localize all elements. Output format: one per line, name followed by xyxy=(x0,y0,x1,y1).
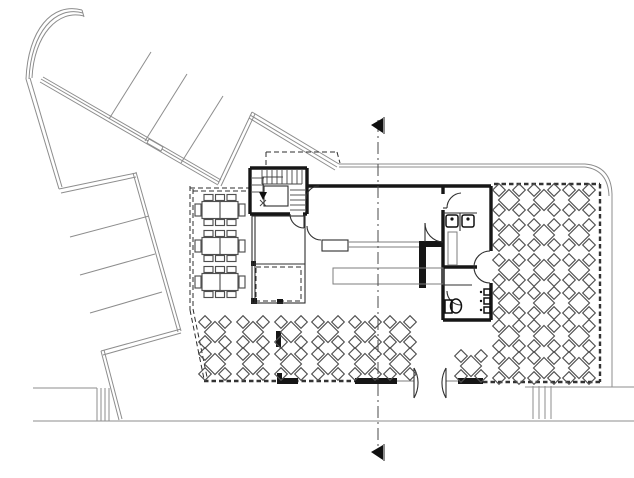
table-4-seat xyxy=(526,252,562,288)
table-4-seat xyxy=(491,182,527,218)
table-4-seat xyxy=(526,285,562,321)
site-layer xyxy=(25,8,634,422)
table-4-seat xyxy=(491,217,527,253)
table-4-seat xyxy=(491,252,527,288)
table-4-seat xyxy=(310,314,346,350)
table-4-seat xyxy=(526,182,562,218)
table-4-seat xyxy=(235,314,271,350)
interior-layer xyxy=(251,185,477,382)
table-4-seat xyxy=(526,318,562,354)
table-4-seat xyxy=(197,314,233,350)
table-8-seat xyxy=(194,229,246,263)
table-8-seat xyxy=(194,193,246,227)
table-4-seat xyxy=(235,346,271,382)
table-4-seat xyxy=(491,350,527,386)
table-4-seat xyxy=(526,217,562,253)
table-4-seat xyxy=(382,346,418,382)
table-4-seat xyxy=(347,346,383,382)
table-4-seat xyxy=(561,350,597,386)
table-4-seat xyxy=(561,285,597,321)
table-4-seat xyxy=(453,348,489,384)
table-4-seat xyxy=(491,285,527,321)
table-4-seat xyxy=(561,217,597,253)
table-4-seat xyxy=(561,318,597,354)
door-layer xyxy=(289,185,491,399)
section-axis-layer xyxy=(371,117,385,461)
table-4-seat xyxy=(197,346,233,382)
table-4-seat xyxy=(561,182,597,218)
table-4-seat xyxy=(273,346,309,382)
table-4-seat xyxy=(382,314,418,350)
stairs-layer xyxy=(252,170,305,211)
table-4-seat xyxy=(561,252,597,288)
table-8-seat xyxy=(194,265,246,299)
table-4-seat xyxy=(491,318,527,354)
fixture-layer xyxy=(444,214,491,314)
furniture-layer xyxy=(194,182,597,386)
table-4-seat xyxy=(526,350,562,386)
table-4-seat xyxy=(347,314,383,350)
table-4-seat xyxy=(310,346,346,382)
